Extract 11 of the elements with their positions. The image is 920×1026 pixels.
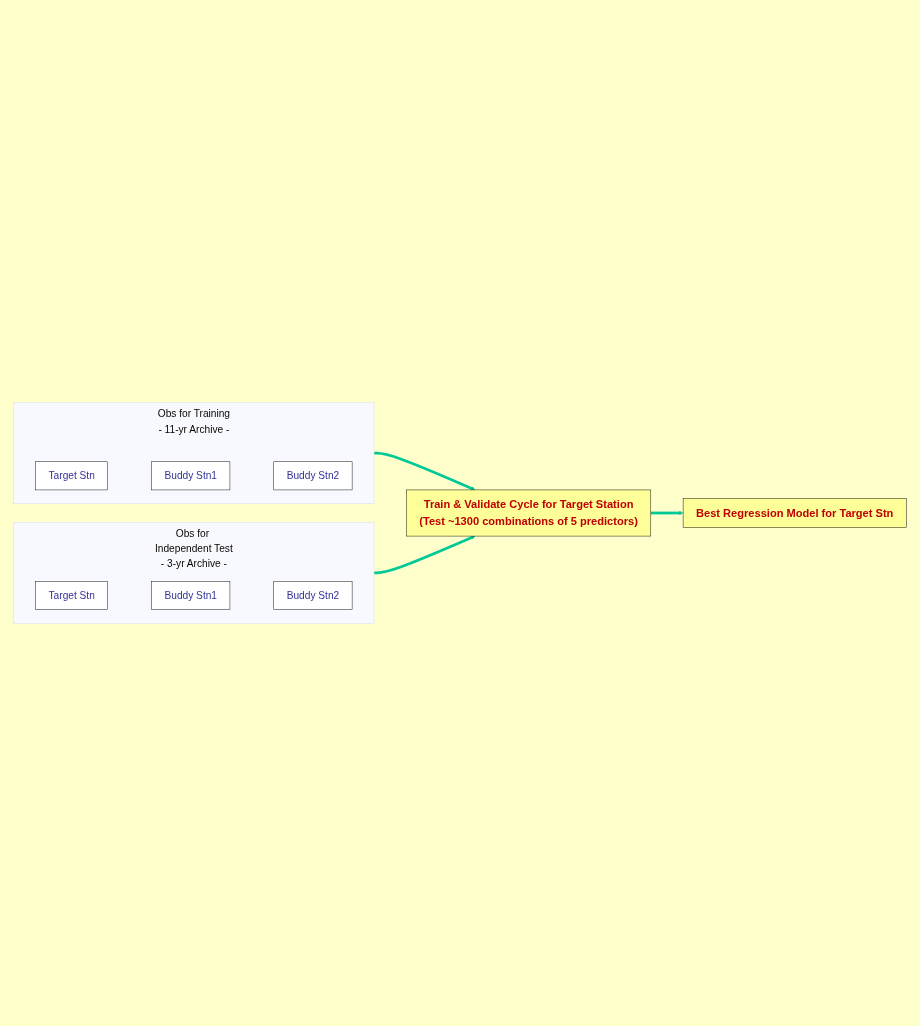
arrow — [650, 510, 684, 516]
node-box: Train & Validate Cycle for Target Station (Test ~1300 combinations of 5 predictors) — [406, 489, 652, 537]
node-box: Buddy Stn2 — [273, 461, 353, 491]
node-box: Target Stn — [35, 581, 108, 610]
node-box: Buddy Stn1 — [151, 581, 231, 610]
node-box: Buddy Stn1 — [151, 461, 231, 491]
node-box: Best Regression Model for Target Stn — [682, 498, 907, 528]
arrow — [374, 451, 476, 491]
node-box: Buddy Stn2 — [273, 581, 353, 610]
node-box: Target Stn — [35, 461, 108, 491]
arrow — [374, 535, 476, 575]
